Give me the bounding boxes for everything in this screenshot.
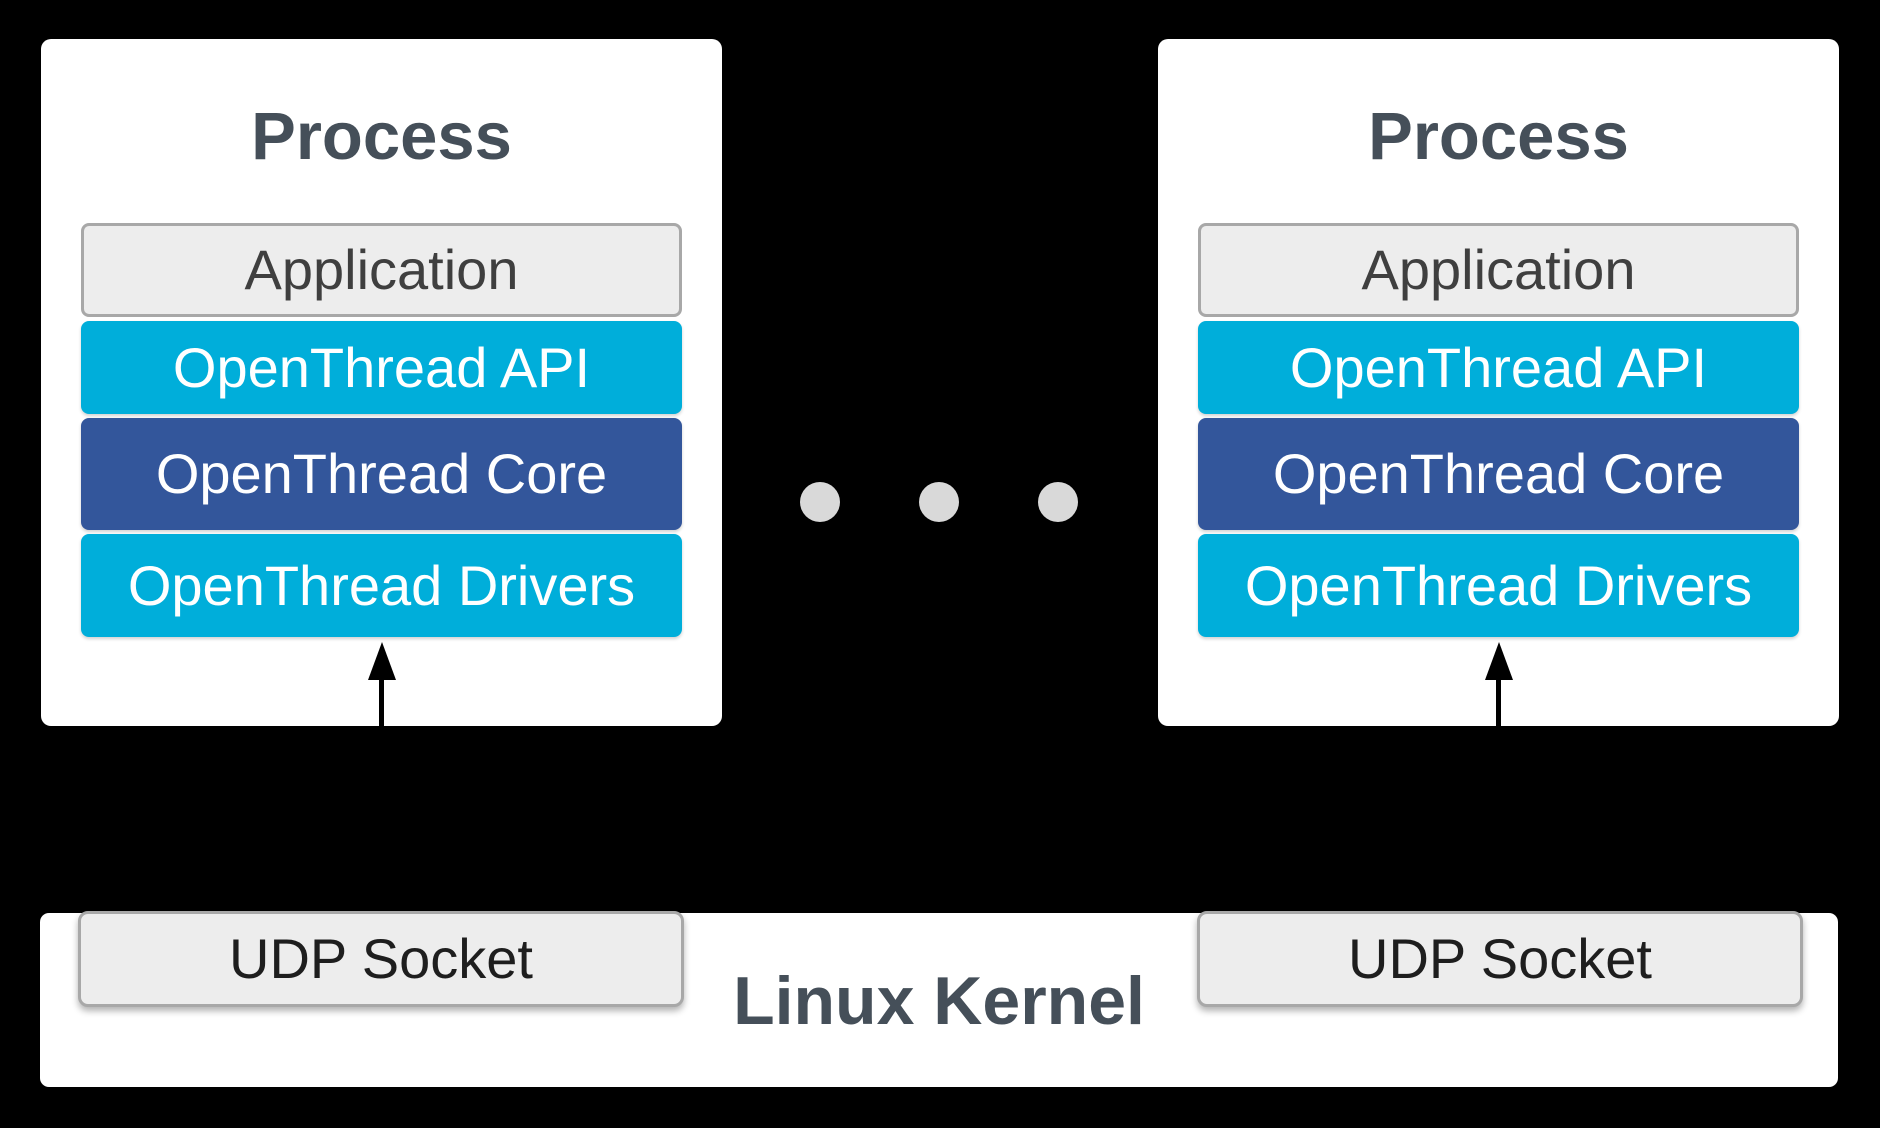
arrow-head-icon: [1484, 642, 1513, 680]
up-arrow: [367, 642, 396, 726]
process-title: Process: [1368, 99, 1629, 174]
arrow-stem: [1496, 680, 1501, 726]
layer-openthread-api: OpenThread API: [1198, 321, 1799, 414]
ellipsis-dot: [1038, 482, 1078, 522]
layer-application: Application: [81, 223, 682, 317]
process-box-left: Process Application OpenThread API OpenT…: [41, 39, 722, 726]
up-arrow: [1484, 642, 1513, 726]
layer-openthread-api: OpenThread API: [81, 321, 682, 414]
ellipsis-dot: [919, 482, 959, 522]
linux-kernel-label: Linux Kernel: [733, 963, 1145, 1039]
arrow-head-icon: [367, 642, 396, 680]
udp-socket-left: UDP Socket: [78, 911, 684, 1007]
process-box-right: Process Application OpenThread API OpenT…: [1158, 39, 1839, 726]
layer-openthread-drivers: OpenThread Drivers: [81, 534, 682, 637]
arrow-stem: [379, 680, 384, 726]
linux-kernel-bar: UDP Socket UDP Socket Linux Kernel: [40, 911, 1838, 1087]
layer-openthread-drivers: OpenThread Drivers: [1198, 534, 1799, 637]
layer-openthread-core: OpenThread Core: [81, 418, 682, 530]
process-title: Process: [251, 99, 512, 174]
layer-openthread-core: OpenThread Core: [1198, 418, 1799, 530]
layer-stack: Application OpenThread API OpenThread Co…: [81, 223, 682, 637]
ellipsis-dot: [800, 482, 840, 522]
layer-application: Application: [1198, 223, 1799, 317]
ellipsis-dots: [800, 482, 1078, 522]
layer-stack: Application OpenThread API OpenThread Co…: [1198, 223, 1799, 637]
udp-socket-right: UDP Socket: [1197, 911, 1803, 1007]
